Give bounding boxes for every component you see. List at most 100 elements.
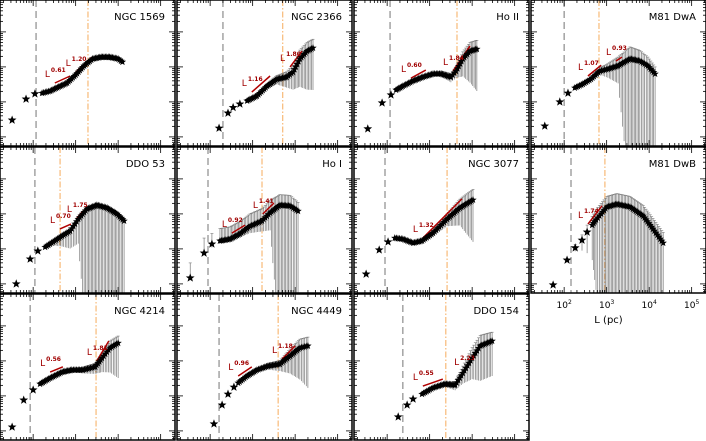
data-point-star <box>632 207 640 215</box>
data-point-star <box>112 340 121 348</box>
data-point-star <box>118 58 127 66</box>
power-law-exponent: 1.74 <box>584 208 599 215</box>
power-law-exponent: 1.80 <box>286 51 301 58</box>
data-point-star <box>30 89 40 98</box>
power-law-exponent: 0.92 <box>228 217 243 224</box>
panel-title: NGC 4449 <box>291 306 342 317</box>
panel-title: NGC 4214 <box>114 306 165 317</box>
data-point-star <box>642 215 650 223</box>
data-point-star <box>361 269 371 278</box>
data-point-star <box>118 215 127 223</box>
data-point-star <box>642 60 650 69</box>
x-tick-label: 103 <box>599 299 614 311</box>
data-point-star <box>287 203 296 211</box>
panel-frame <box>0 293 176 441</box>
panel-frame <box>176 293 353 441</box>
panel-title: Ho I <box>322 159 342 170</box>
data-point-star <box>107 343 116 351</box>
data-point-star <box>223 389 233 398</box>
tick-exponent: 5 <box>695 299 699 306</box>
data-point-star <box>652 229 660 237</box>
power-law-base: L <box>401 65 406 75</box>
data-point-star <box>585 76 594 84</box>
power-law-fit-line <box>410 69 427 79</box>
power-law-label: L0.55 <box>413 370 434 383</box>
panel-title: NGC 2366 <box>291 12 342 23</box>
power-law-fit-line <box>237 366 253 377</box>
data-point-star <box>633 208 642 216</box>
plot-area <box>548 147 667 293</box>
panel-title: NGC 3077 <box>468 159 519 170</box>
data-point-star <box>294 207 302 215</box>
power-law-label: L1.84 <box>443 55 464 68</box>
power-law-label: L0.70 <box>50 213 71 226</box>
data-point-star <box>582 78 590 86</box>
power-law-exponent: 1.41 <box>259 198 274 205</box>
plot-area <box>185 147 302 293</box>
data-point-star <box>418 390 426 398</box>
power-law-base: L <box>66 59 71 69</box>
data-point-star <box>649 225 657 233</box>
data-point-star <box>647 223 656 231</box>
power-law-exponent: 2.23 <box>460 355 475 362</box>
panel-title: NGC 1569 <box>114 12 165 23</box>
data-point-star <box>419 389 428 397</box>
data-point-star <box>363 124 373 133</box>
power-law-base: L <box>242 79 247 89</box>
data-point-star <box>25 254 35 263</box>
data-point-star <box>402 400 412 409</box>
power-law-base: L <box>45 70 50 80</box>
data-point-star <box>424 386 433 394</box>
data-point-star <box>383 237 393 246</box>
data-point-star <box>644 61 652 70</box>
power-law-exponent: 1.75 <box>73 202 88 209</box>
data-point-star <box>643 217 652 225</box>
power-law-base: L <box>67 205 72 215</box>
x-tick-label: 104 <box>642 299 657 311</box>
panel-frame <box>353 293 530 441</box>
panel-title: M81 DwB <box>649 159 696 170</box>
power-law-fit-line <box>262 202 275 215</box>
data-point-star <box>199 248 209 257</box>
data-point-star <box>63 229 71 237</box>
data-point-star <box>629 205 637 213</box>
plot-area <box>7 0 127 146</box>
data-point-star <box>33 246 43 255</box>
data-point-star <box>639 212 647 220</box>
power-law-label: L1.20 <box>66 56 87 69</box>
data-point-star <box>469 196 477 204</box>
data-point-star <box>44 241 53 249</box>
power-law-exponent: 0.56 <box>46 356 61 363</box>
power-law-label: L0.92 <box>222 217 243 230</box>
data-point-star <box>648 66 656 74</box>
panel-title: DDO 154 <box>473 306 519 317</box>
data-point-star <box>640 59 649 68</box>
power-law-exponent: 0.70 <box>56 213 71 220</box>
data-point-star <box>580 79 589 87</box>
plot-area <box>7 294 122 440</box>
data-point-star <box>28 385 38 394</box>
panel-ngc-2366: L1.16L 1.80 NGC 2366 <box>176 0 353 147</box>
power-law-label: L0.96 <box>228 360 249 373</box>
data-point-star <box>120 217 128 225</box>
panel-frame <box>176 146 353 294</box>
data-point-star <box>309 44 317 52</box>
power-law-fit-line <box>49 366 64 373</box>
data-point-star <box>64 228 73 236</box>
power-law-label: L1.16 <box>242 76 263 89</box>
power-law-base: L <box>50 216 55 226</box>
power-law-exponent: 0.55 <box>419 370 434 377</box>
data-point-star <box>19 395 29 404</box>
data-point-star <box>207 239 217 248</box>
plot-area <box>361 147 477 293</box>
data-point-star <box>636 57 644 65</box>
data-point-star <box>637 58 646 66</box>
power-law-exponent: 1.20 <box>72 56 87 63</box>
power-law-label: L2.23 <box>454 355 475 368</box>
data-point-star <box>651 70 659 78</box>
power-law-exponent: 0.93 <box>612 45 627 52</box>
